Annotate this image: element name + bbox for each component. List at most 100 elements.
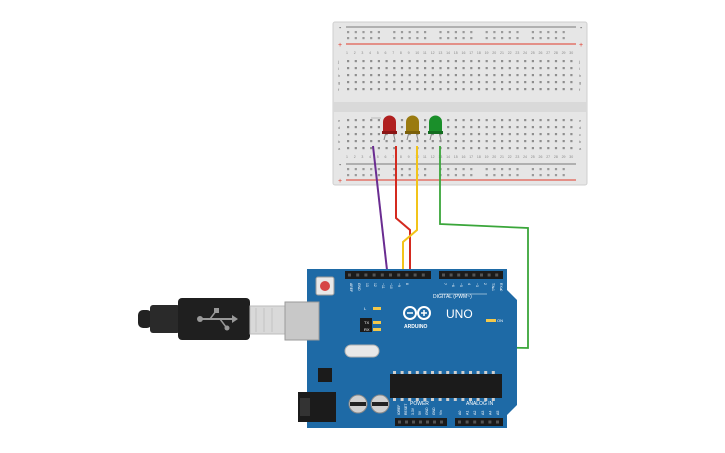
breadboard-hole[interactable] (400, 88, 404, 91)
header-pin[interactable] (440, 420, 443, 424)
breadboard-hole[interactable] (477, 126, 481, 129)
rail-hole[interactable] (470, 174, 473, 177)
breadboard-hole[interactable] (516, 126, 519, 129)
breadboard-hole[interactable] (508, 74, 511, 77)
breadboard-hole[interactable] (501, 133, 504, 136)
breadboard-hole[interactable] (362, 81, 365, 84)
breadboard-hole[interactable] (531, 60, 534, 63)
breadboard-hole[interactable] (531, 67, 534, 70)
rail-hole[interactable] (424, 37, 427, 40)
breadboard-hole[interactable] (539, 81, 542, 84)
breadboard-hole[interactable] (385, 140, 388, 143)
rail-hole[interactable] (547, 168, 550, 171)
breadboard-hole[interactable] (424, 74, 427, 77)
rail-hole[interactable] (362, 174, 365, 177)
rail-hole[interactable] (347, 31, 350, 34)
rail-hole[interactable] (454, 37, 457, 40)
rail-hole[interactable] (485, 174, 488, 177)
wire-red[interactable] (395, 146, 411, 272)
breadboard-hole[interactable] (539, 88, 542, 91)
rail-hole[interactable] (354, 37, 357, 40)
breadboard-hole[interactable] (393, 67, 396, 70)
rail-hole[interactable] (485, 168, 488, 171)
rail-hole[interactable] (400, 31, 404, 34)
breadboard-hole[interactable] (493, 74, 496, 77)
breadboard-hole[interactable] (547, 126, 550, 129)
breadboard-hole[interactable] (524, 126, 527, 129)
rail-hole[interactable] (400, 174, 404, 177)
rail-hole[interactable] (377, 174, 380, 177)
breadboard-hole[interactable] (431, 67, 434, 70)
rail-hole[interactable] (439, 37, 442, 40)
header-pin[interactable] (458, 420, 461, 424)
rail-hole[interactable] (562, 168, 565, 171)
breadboard-hole[interactable] (547, 119, 550, 122)
breadboard-hole[interactable] (347, 81, 350, 84)
rail-hole[interactable] (547, 31, 550, 34)
breadboard-hole[interactable] (400, 67, 404, 70)
red-led[interactable] (382, 115, 397, 141)
breadboard-hole[interactable] (501, 60, 504, 63)
breadboard-hole[interactable] (385, 60, 388, 63)
breadboard-hole[interactable] (477, 133, 481, 136)
breadboard-hole[interactable] (470, 88, 473, 91)
rail-hole[interactable] (470, 37, 473, 40)
breadboard-hole[interactable] (354, 140, 357, 143)
header-pin[interactable] (465, 420, 469, 424)
reset-button[interactable] (315, 276, 335, 296)
breadboard-hole[interactable] (508, 119, 511, 122)
breadboard-hole[interactable] (516, 88, 519, 91)
breadboard-hole[interactable] (362, 140, 365, 143)
breadboard-hole[interactable] (393, 147, 396, 150)
breadboard-hole[interactable] (485, 67, 488, 70)
breadboard-hole[interactable] (524, 140, 527, 143)
breadboard-hole[interactable] (408, 81, 411, 84)
breadboard-hole[interactable] (393, 60, 396, 63)
breadboard-hole[interactable] (570, 126, 573, 129)
breadboard-hole[interactable] (377, 140, 380, 143)
breadboard-hole[interactable] (570, 60, 573, 63)
breadboard-hole[interactable] (485, 147, 488, 150)
breadboard-hole[interactable] (570, 88, 573, 91)
wire-yellow[interactable] (402, 146, 418, 272)
breadboard-hole[interactable] (400, 60, 404, 63)
rail-hole[interactable] (370, 174, 373, 177)
breadboard-hole[interactable] (400, 74, 404, 77)
breadboard-hole[interactable] (347, 126, 350, 129)
rail-hole[interactable] (393, 31, 396, 34)
rail-hole[interactable] (370, 31, 373, 34)
header-pin[interactable] (364, 273, 368, 277)
rail-hole[interactable] (554, 31, 558, 34)
header-pin[interactable] (487, 273, 491, 277)
breadboard-hole[interactable] (485, 81, 488, 84)
rail-hole[interactable] (454, 174, 457, 177)
breadboard-hole[interactable] (439, 140, 442, 143)
breadboard-hole[interactable] (377, 147, 380, 150)
green-led[interactable] (428, 115, 443, 141)
breadboard-hole[interactable] (377, 74, 380, 77)
breadboard-hole[interactable] (508, 133, 511, 136)
breadboard-hole[interactable] (462, 88, 465, 91)
breadboard-hole[interactable] (400, 119, 404, 122)
rail-hole[interactable] (531, 31, 534, 34)
breadboard-hole[interactable] (416, 74, 419, 77)
breadboard-hole[interactable] (470, 119, 473, 122)
header-pin[interactable] (356, 273, 360, 277)
breadboard-hole[interactable] (393, 74, 396, 77)
breadboard-hole[interactable] (416, 60, 419, 63)
breadboard-hole[interactable] (354, 60, 357, 63)
breadboard-hole[interactable] (539, 133, 542, 136)
header-pin[interactable] (421, 273, 425, 277)
breadboard-hole[interactable] (347, 140, 350, 143)
breadboard-hole[interactable] (393, 140, 396, 143)
breadboard-hole[interactable] (531, 147, 534, 150)
breadboard-hole[interactable] (385, 67, 388, 70)
breadboard-hole[interactable] (400, 126, 404, 129)
breadboard-hole[interactable] (562, 147, 565, 150)
breadboard-hole[interactable] (562, 133, 565, 136)
breadboard-hole[interactable] (377, 67, 380, 70)
breadboard-hole[interactable] (393, 133, 396, 136)
breadboard-hole[interactable] (554, 133, 558, 136)
breadboard-hole[interactable] (370, 81, 373, 84)
header-pin[interactable] (495, 273, 499, 277)
